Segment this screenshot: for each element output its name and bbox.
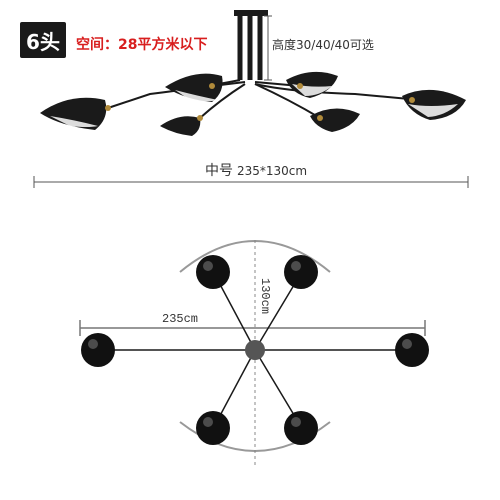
size-name: 中号 bbox=[205, 163, 233, 179]
top-view-diagram: 235cm 130cm bbox=[79, 240, 429, 465]
size-dimensions: 235*130cm bbox=[237, 164, 308, 178]
lamp-stems bbox=[237, 16, 263, 80]
width-dimension-line bbox=[33, 176, 469, 188]
shade-far-right bbox=[402, 89, 466, 120]
lamp-arms bbox=[107, 79, 421, 119]
heads-count-badge: 6头 bbox=[20, 22, 66, 58]
diagram-arms bbox=[100, 274, 410, 426]
width-dimension-arrows bbox=[79, 320, 426, 336]
shade-top-left bbox=[165, 73, 223, 102]
height-dimension-marker bbox=[264, 15, 272, 81]
brass-joints bbox=[105, 83, 415, 121]
height-options-text: 高度30/40/40可选 bbox=[272, 38, 374, 52]
shade-bottom-right bbox=[310, 108, 360, 132]
diagram-width-label: 235cm bbox=[162, 312, 198, 326]
shade-top-right bbox=[286, 71, 338, 98]
ceiling-canopy bbox=[234, 10, 268, 16]
space-requirement-text: 空间：28平方米以下 bbox=[76, 37, 208, 53]
shade-bottom-left bbox=[160, 116, 201, 136]
shade-far-left bbox=[40, 97, 107, 130]
central-hub bbox=[245, 340, 265, 360]
lamp-shades bbox=[40, 71, 466, 136]
diagram-shades bbox=[81, 255, 429, 445]
diagram-height-label: 130cm bbox=[258, 278, 272, 314]
size-spec: 中号 235*130cm bbox=[205, 160, 307, 180]
